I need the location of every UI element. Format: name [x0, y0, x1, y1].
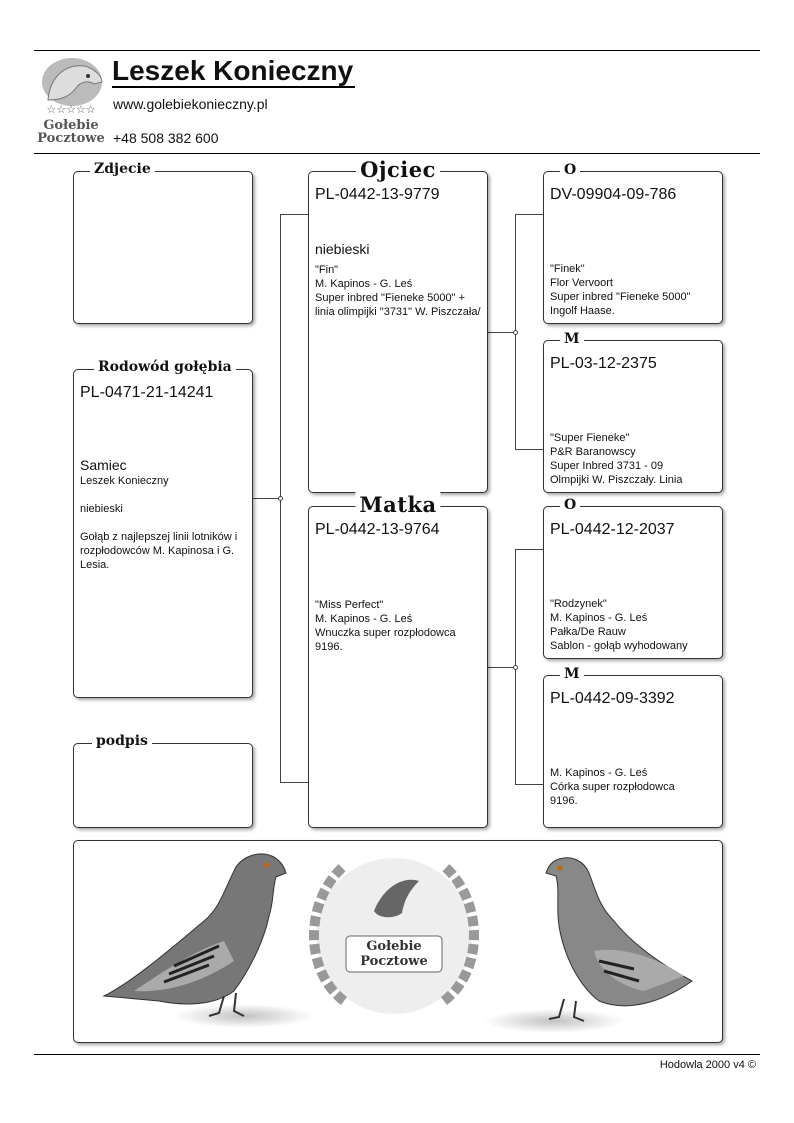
wreath-logo-icon [309, 858, 479, 1014]
subject-label: Rodowód gołębia [94, 359, 236, 375]
maternal-grandmother-box: M PL-0442-09-3392 M. Kapinos - G. Leś Có… [543, 666, 723, 828]
paternal-grandmother-box: M PL-03-12-2375 "Super Fieneke" P&R Bara… [543, 331, 723, 493]
pedigree-line: Super inbred "Fieneke 5000" [550, 291, 691, 303]
connector [252, 498, 282, 499]
subject-owner: Leszek Konieczny [80, 475, 169, 487]
signature-box: podpis [73, 733, 253, 828]
website-text: www.golebiekonieczny.pl [113, 96, 268, 112]
mother-line: Wnuczka super rozpłodowca 9196. [315, 627, 456, 653]
logo-text-line1: Gołebie [43, 118, 99, 133]
svg-text:☆☆☆☆☆: ☆☆☆☆☆ [46, 103, 95, 116]
father-color: niebieski [315, 241, 370, 257]
maternal-grandmother-label: M [560, 666, 584, 682]
paternal-grandfather-label: O [560, 162, 581, 178]
connector-knot [513, 330, 518, 335]
mother-box: Matka PL-0442-13-9764 "Miss Perfect" M. … [308, 492, 488, 828]
pedigree-line: Pałka/De Rauw [550, 626, 626, 638]
paternal-grandmother-ring: PL-03-12-2375 [550, 355, 657, 372]
connector [515, 214, 544, 215]
mother-ring-number: PL-0442-13-9764 [315, 521, 440, 538]
pigeon-left-icon [102, 853, 314, 1028]
maternal-grandmother-ring: PL-0442-09-3392 [550, 690, 675, 707]
pedigree-line: Ingolf Haase. [550, 305, 615, 317]
pedigree-line: 9196. [550, 795, 578, 807]
signature-label: podpis [92, 733, 152, 749]
father-line: Super inbred "Fieneke 5000" + linia olim… [315, 292, 481, 318]
mother-label: Matka [355, 492, 441, 517]
father-label: Ojciec [356, 157, 440, 182]
pedigree-line: "Finek" [550, 263, 585, 275]
maternal-grandfather-ring: PL-0442-12-2037 [550, 521, 675, 538]
connector [487, 332, 517, 333]
pigeon-logo-icon: ☆☆☆☆☆ [42, 58, 103, 116]
banner-logo-line1: Gołebie [366, 939, 422, 954]
pedigree-line: "Super Fieneke" [550, 432, 630, 444]
header-bottom-rule [34, 153, 760, 154]
banner-logo-line2: Pocztowe [360, 954, 428, 969]
footer-rule [34, 1054, 760, 1055]
paternal-grandfather-ring: DV-09904-09-786 [550, 186, 677, 203]
pedigree-line: M. Kapinos - G. Leś [550, 612, 648, 624]
connector [515, 784, 544, 785]
connector [515, 449, 544, 450]
pedigree-line: Super Inbred 3731 - 09 [550, 460, 664, 472]
maternal-grandfather-label: O [560, 497, 581, 513]
pedigree-line: Sablon - gołąb wyhodowany [550, 640, 688, 652]
header-top-rule [34, 50, 760, 51]
photo-label: Zdjecie [90, 161, 155, 177]
photo-box: Zdjecie [73, 161, 253, 324]
phone-text: +48 508 382 600 [113, 130, 219, 146]
father-line: "Fin" [315, 264, 339, 276]
pigeon-right-icon [484, 857, 693, 1033]
subject-ring-number: PL-0471-21-14241 [80, 384, 214, 401]
connector [515, 549, 544, 550]
banner-box: Gołebie Pocztowe [73, 840, 723, 1043]
connector [280, 782, 309, 783]
pedigree-line: Flor Vervoort [550, 277, 613, 289]
maternal-grandfather-box: O PL-0442-12-2037 "Rodzynek" M. Kapinos … [543, 497, 723, 659]
pedigree-line: P&R Baranowscy [550, 446, 636, 458]
subject-box: Rodowód gołębia PL-0471-21-14241 Samiec … [73, 359, 253, 698]
subject-color: niebieski [80, 503, 123, 515]
pedigree-line: Olmpijki W. Piszczały. Linia [550, 474, 683, 486]
connector-knot [513, 665, 518, 670]
banner-illustration [102, 853, 693, 1033]
connector [280, 214, 309, 215]
breeder-name: Leszek Konieczny [112, 55, 356, 88]
connector [487, 667, 517, 668]
logo-text-line2: Pocztowe [37, 131, 105, 146]
mother-line: "Miss Perfect" [315, 599, 384, 611]
pedigree-line: "Rodzynek" [550, 598, 607, 610]
subject-sex: Samiec [80, 457, 127, 473]
connector-knot [278, 496, 283, 501]
pedigree-line: M. Kapinos - G. Leś [550, 767, 648, 779]
father-ring-number: PL-0442-13-9779 [315, 186, 440, 203]
footer-text: Hodowla 2000 v4 © [659, 1059, 756, 1071]
subject-description: Gołąb z najlepszej linii lotników i rozp… [80, 531, 238, 571]
mother-line: M. Kapinos - G. Leś [315, 613, 413, 625]
paternal-grandmother-label: M [560, 331, 584, 347]
father-box: Ojciec PL-0442-13-9779 niebieski "Fin" M… [308, 157, 488, 493]
pedigree-line: Córka super rozpłodowca [550, 781, 675, 793]
paternal-grandfather-box: O DV-09904-09-786 "Finek" Flor Vervoort … [543, 162, 723, 324]
header-logo: ☆☆☆☆☆ Gołebie Pocztowe [36, 56, 106, 146]
father-line: M. Kapinos - G. Leś [315, 278, 413, 290]
